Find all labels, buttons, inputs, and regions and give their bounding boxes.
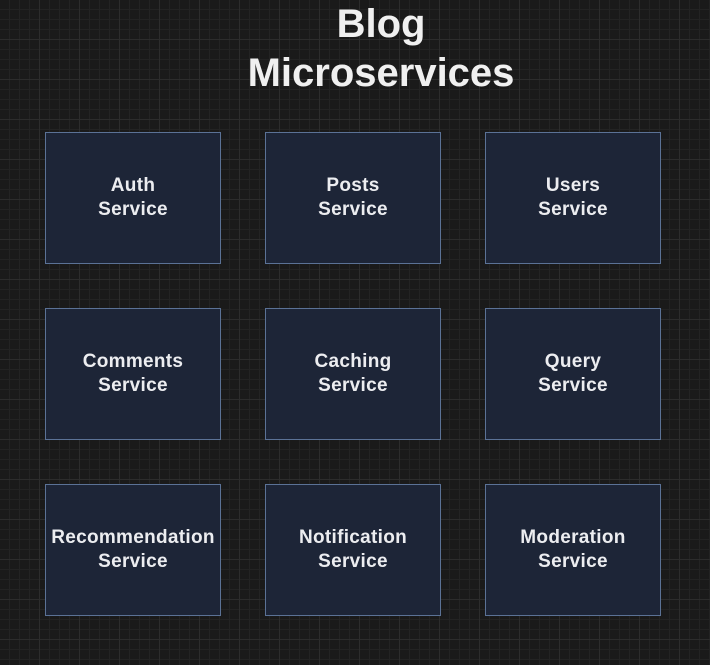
service-label-line1: Auth [110,175,156,196]
auth-service-box[interactable]: Auth Service [45,132,221,264]
diagram-title: Blog Microservices [0,0,710,98]
diagram-title-line1: Blog [336,2,426,46]
comments-service-box[interactable]: Comments Service [45,308,221,440]
service-label-line2: Service [98,551,168,572]
users-service-box[interactable]: Users Service [485,132,661,264]
diagram-title-line2: Microservices [247,51,515,95]
notification-service-box[interactable]: Notification Service [265,484,441,616]
service-label-line1: Recommendation [51,527,215,548]
service-label-line2: Service [98,199,168,220]
service-label-line1: Caching [314,351,392,372]
service-label-line1: Users [545,175,601,196]
moderation-service-box[interactable]: Moderation Service [485,484,661,616]
query-service-box[interactable]: Query Service [485,308,661,440]
service-label-line1: Notification [298,527,408,548]
service-label-line1: Posts [326,175,380,196]
service-label-line2: Service [318,375,388,396]
service-label-line2: Service [538,375,608,396]
caching-service-box[interactable]: Caching Service [265,308,441,440]
service-label-line2: Service [98,375,168,396]
service-label-line2: Service [318,551,388,572]
posts-service-box[interactable]: Posts Service [265,132,441,264]
service-label-line2: Service [538,199,608,220]
service-label-line1: Query [544,351,602,372]
recommendation-service-box[interactable]: Recommendation Service [45,484,221,616]
service-label-line1: Comments [82,351,184,372]
service-label-line2: Service [538,551,608,572]
service-label-line2: Service [318,199,388,220]
service-label-line1: Moderation [520,527,626,548]
